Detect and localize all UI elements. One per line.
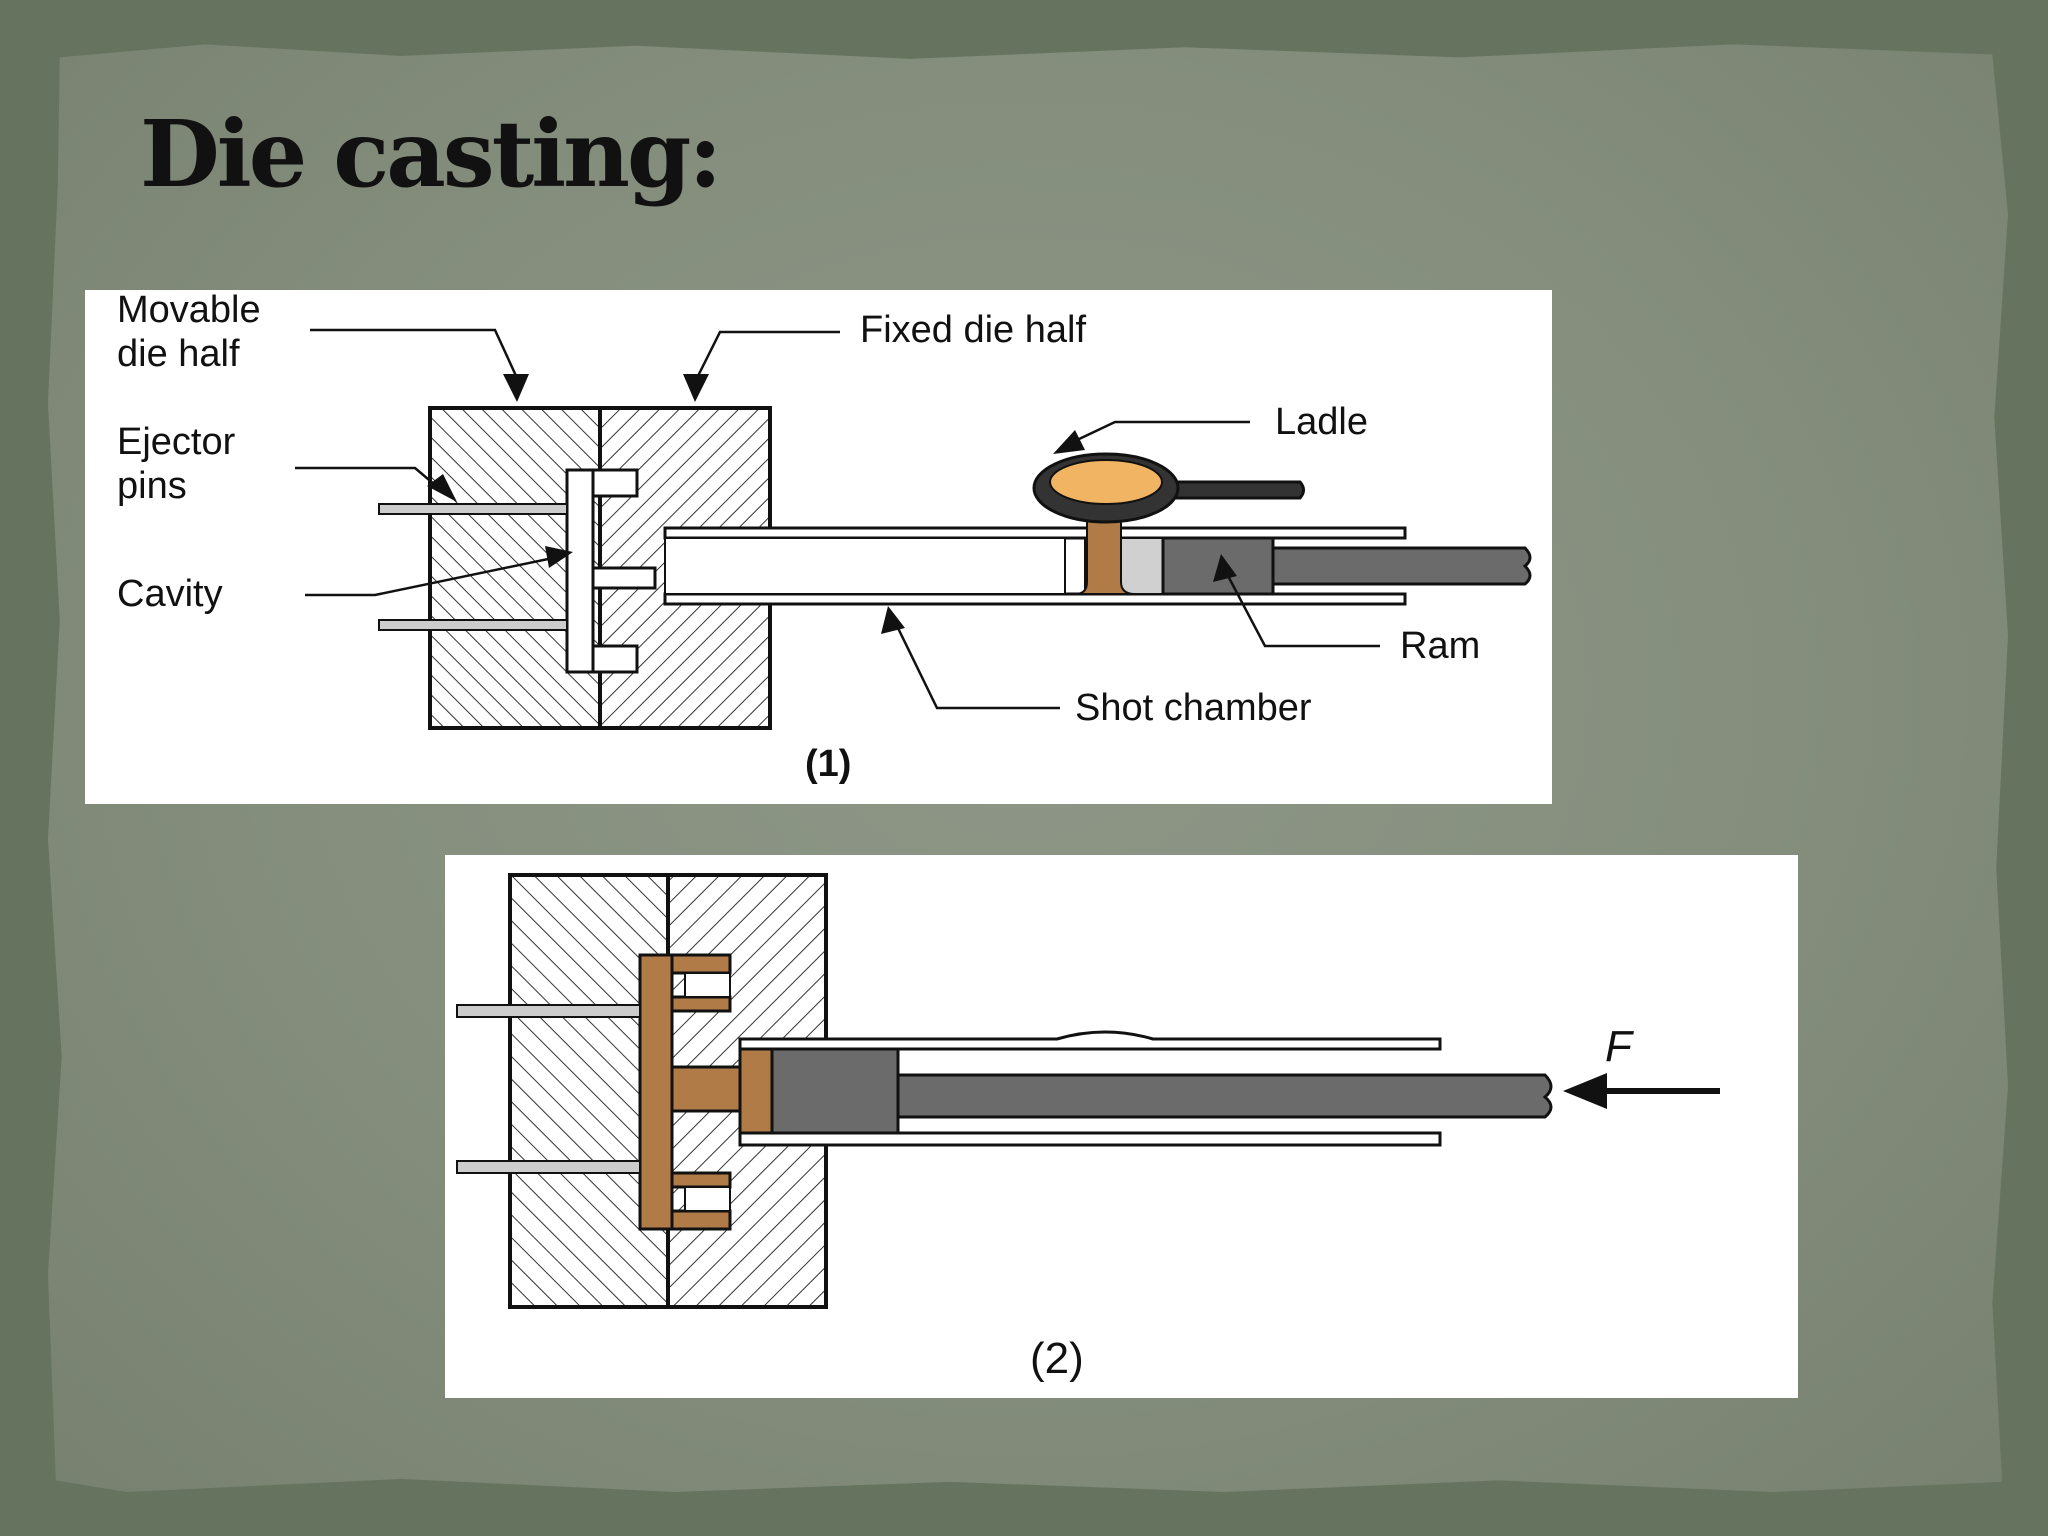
figure-2-panel: F (2)	[445, 855, 1798, 1398]
label-shot-chamber: Shot chamber	[1075, 687, 1312, 729]
ram-rod	[1271, 546, 1532, 586]
ladle-leader-line	[1076, 420, 1250, 442]
ejector-leader-line	[295, 466, 442, 491]
ram-head-2	[770, 1047, 900, 1135]
casting-gaps	[684, 972, 731, 1212]
label-ejector-line2: pins	[117, 465, 187, 507]
slide-title: Die casting:	[140, 100, 722, 208]
figure-1-diagram: Movable die half Fixed die half Ejector …	[117, 290, 1532, 785]
ladle-molten-metal	[1049, 459, 1163, 505]
ejector-pin-lower	[378, 619, 568, 631]
biscuit	[738, 1047, 774, 1135]
ladle-handle	[1163, 480, 1305, 500]
shot-chamber-bore	[664, 537, 1066, 595]
label-ram: Ram	[1400, 625, 1480, 667]
ram-arrowhead	[1213, 554, 1237, 582]
figure-1-caption: (1)	[805, 743, 851, 785]
solidified-casting	[638, 953, 774, 1231]
cavity-leader-line	[305, 556, 554, 597]
force-arrowhead	[1563, 1073, 1607, 1109]
label-movable-line1: Movable	[117, 290, 261, 331]
figure-2-caption: (2)	[1030, 1334, 1084, 1383]
ejector-pin-lower-2	[456, 1160, 641, 1174]
fixed-leader-line	[695, 330, 840, 379]
shot-chamber-sleeve-lower	[663, 592, 1407, 606]
cavity-shape	[565, 468, 657, 674]
label-fixed-die-half: Fixed die half	[860, 309, 1086, 351]
shot-chamber-sleeve-upper-2	[738, 1030, 1442, 1051]
ladle-arrowhead	[1053, 430, 1085, 454]
force-label: F	[1605, 1022, 1634, 1071]
fixed-arrowhead	[683, 374, 709, 402]
shot-chamber-sleeve-lower-2	[738, 1131, 1442, 1147]
ejector-pin-upper-2	[456, 1004, 641, 1018]
figure-1-panel: Movable die half Fixed die half Ejector …	[85, 290, 1552, 804]
label-ejector-line1: Ejector	[117, 421, 236, 463]
label-movable-line2: die half	[117, 333, 240, 375]
ram-rod-2	[896, 1073, 1553, 1119]
ram-leader-line	[1225, 573, 1380, 648]
shot-chamber-leader-line	[895, 625, 1060, 710]
label-cavity: Cavity	[117, 573, 223, 615]
movable-arrowhead	[503, 374, 529, 402]
label-ladle: Ladle	[1275, 401, 1368, 443]
ejector-arrowhead	[427, 474, 457, 502]
ejector-pin-upper	[378, 503, 568, 515]
cavity-arrowhead	[545, 546, 573, 568]
shot-chamber-sleeve	[663, 526, 1407, 540]
figure-2-diagram: F (2)	[456, 873, 1720, 1383]
movable-leader-line	[310, 328, 519, 379]
shot-chamber-arrowhead	[881, 606, 905, 634]
